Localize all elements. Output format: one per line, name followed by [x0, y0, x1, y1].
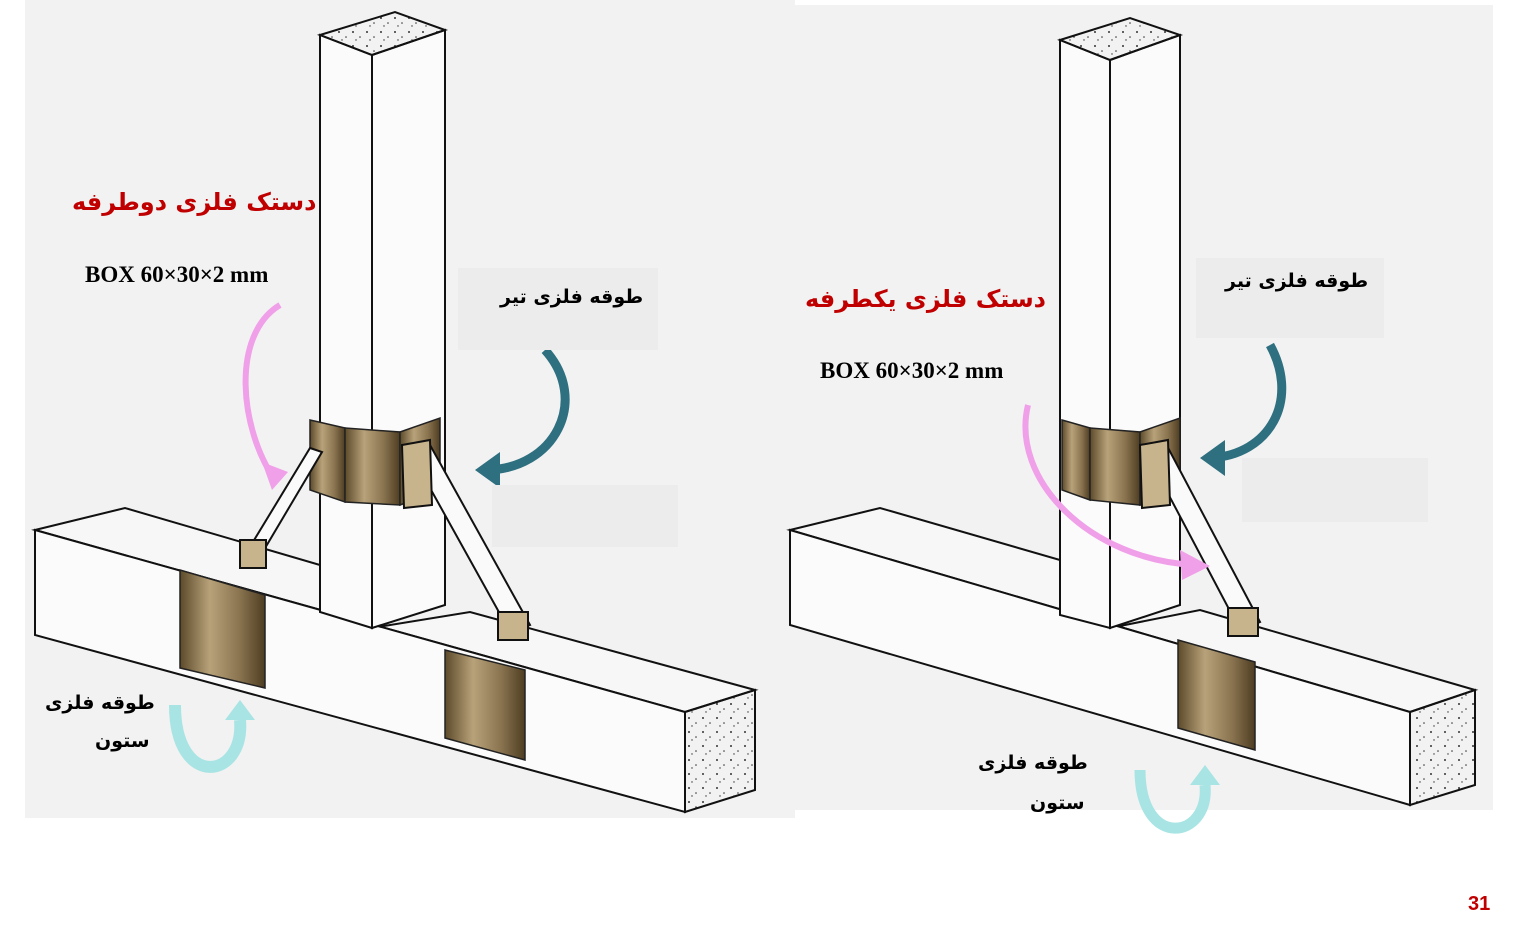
right-column-collar-arrowhead	[1190, 765, 1220, 785]
right-column-collar-label-2: ستون	[1030, 792, 1085, 814]
right-brace	[1138, 438, 1262, 637]
right-beam-collar-label: طوقه فلزی تیر	[1225, 270, 1369, 292]
right-box-pointer-arrow	[1022, 404, 1196, 568]
right-beam-collar-arrowhead	[1200, 440, 1225, 476]
left-box-pointer-arrow	[242, 302, 282, 482]
right-column-collar-arrow	[1134, 769, 1211, 834]
left-title: دستک فلزی دوطرفه	[72, 188, 317, 216]
left-column-collar-arrowhead	[225, 700, 255, 720]
left-column-collar-label-2: ستون	[95, 730, 150, 752]
left-braces	[239, 438, 532, 641]
left-blank-label-bg	[492, 485, 678, 547]
right-beam-label-bg	[1196, 258, 1384, 338]
right-concrete-frame	[786, 16, 1479, 807]
left-box-spec: BOX 60×30×2 mm	[85, 262, 269, 287]
left-column-collar-arrow	[169, 704, 247, 773]
left-box-pointer-arrowhead	[262, 462, 288, 490]
right-title: دستک فلزی یکطرفه	[805, 285, 1046, 313]
left-beam-label-bg	[458, 268, 658, 350]
right-box-pointer-arrowhead	[1180, 550, 1210, 580]
left-beam-collar-label: طوقه فلزی تیر	[500, 286, 644, 308]
page-number: 31	[1468, 893, 1491, 915]
right-box-spec: BOX 60×30×2 mm	[820, 358, 1004, 383]
right-column-collar-label-1: طوقه فلزی	[978, 752, 1088, 774]
right-beam-collar-arrow	[1209, 342, 1287, 463]
left-beam-collar-arrow	[484, 346, 570, 475]
left-column-collar-label-1: طوقه فلزی	[45, 692, 155, 714]
left-beam-collar-arrowhead	[475, 452, 500, 488]
right-blank-label-bg	[1242, 458, 1428, 522]
